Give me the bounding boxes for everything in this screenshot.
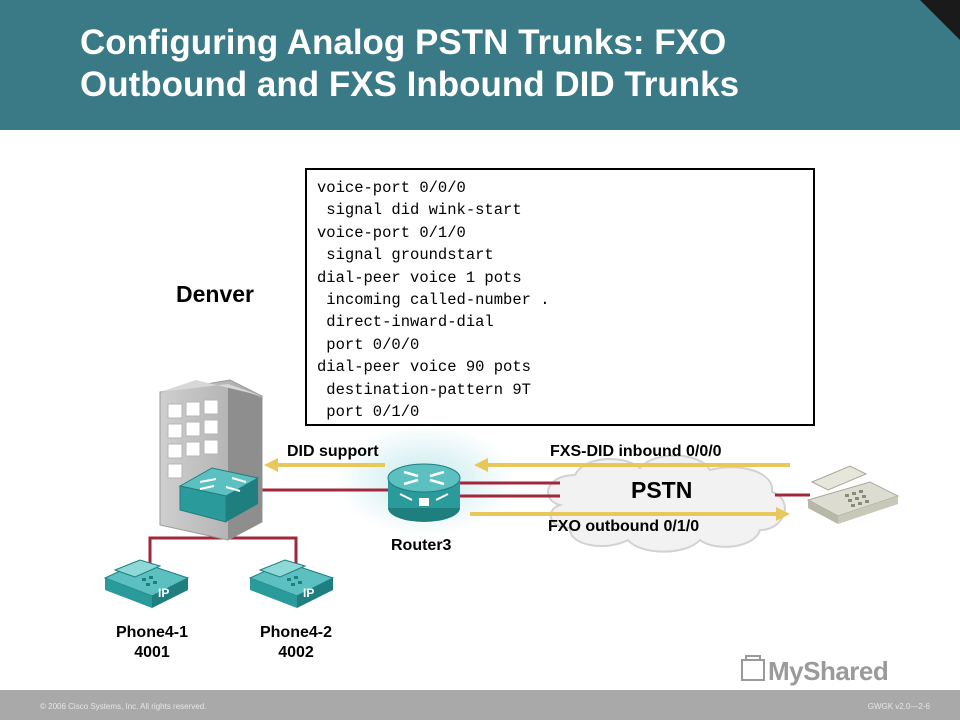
fxo-outbound-arrowhead (776, 507, 790, 521)
ip-phone-2-icon (248, 559, 335, 608)
analog-phone-icon (806, 465, 900, 524)
phone4-1-label: Phone4-1 4001 (100, 623, 204, 663)
config-line: destination-pattern 9T (317, 380, 531, 399)
watermark-text: MyShared (768, 656, 889, 686)
fxs-inbound-arrowhead (474, 458, 488, 472)
did-support-arrowhead (264, 458, 278, 472)
ip-badge-1: IP (158, 586, 169, 600)
fxo-outbound-label: FXO outbound 0/1/0 (548, 518, 700, 535)
config-line: voice-port 0/0/0 (317, 179, 466, 197)
title-line-1: Configuring Analog PSTN Trunks: FXO (80, 23, 727, 62)
config-line: signal groundstart (317, 246, 494, 265)
slide-title: Configuring Analog PSTN Trunks: FXO Outb… (80, 22, 920, 106)
router-icon (387, 463, 461, 522)
config-line: direct-inward-dial (317, 313, 494, 332)
phone4-1-name: Phone4-1 (115, 624, 188, 641)
watermark-logo-icon (741, 655, 765, 681)
phone4-2-extension: 4002 (278, 644, 314, 661)
config-line: port 0/1/0 (317, 403, 420, 422)
network-diagram: IP IP (103, 379, 900, 681)
ip-phone-1-icon (103, 559, 190, 608)
config-line: port 0/0/0 (317, 335, 420, 354)
footer-copyright: © 2006 Cisco Systems, Inc. All rights re… (40, 702, 207, 711)
config-line: dial-peer voice 90 pots (317, 358, 531, 377)
did-support-label: DID support (287, 443, 379, 460)
footer-bar: © 2006 Cisco Systems, Inc. All rights re… (0, 690, 960, 720)
phone4-1-extension: 4001 (134, 644, 170, 661)
pstn-cloud (547, 454, 786, 553)
pstn-label: PSTN (631, 477, 693, 503)
phone4-2-name: Phone4-2 (259, 624, 332, 641)
link-phones (148, 536, 298, 568)
config-line: incoming called-number . (317, 291, 550, 310)
router-label: Router3 (391, 537, 452, 554)
corner-accent (920, 0, 960, 40)
switch-icon (178, 467, 260, 523)
title-banner: Configuring Analog PSTN Trunks: FXO Outb… (0, 0, 960, 130)
site-label-denver: Denver (176, 281, 254, 307)
config-line: dial-peer voice 1 pots (317, 268, 522, 287)
config-line: voice-port 0/1/0 (317, 223, 466, 242)
config-line: signal did wink-start (317, 201, 522, 220)
fxs-did-inbound-label: FXS-DID inbound 0/0/0 (550, 443, 722, 460)
footer-slide-code: GWGK v2.0—2-6 (867, 702, 930, 711)
phone4-2-label: Phone4-2 4002 (244, 623, 348, 663)
title-line-2: Outbound and FXS Inbound DID Trunks (80, 65, 740, 104)
config-box: voice-port 0/0/0 signal did wink-start v… (305, 168, 815, 426)
signal-arrows (264, 458, 790, 521)
ip-badge-2: IP (303, 586, 314, 600)
